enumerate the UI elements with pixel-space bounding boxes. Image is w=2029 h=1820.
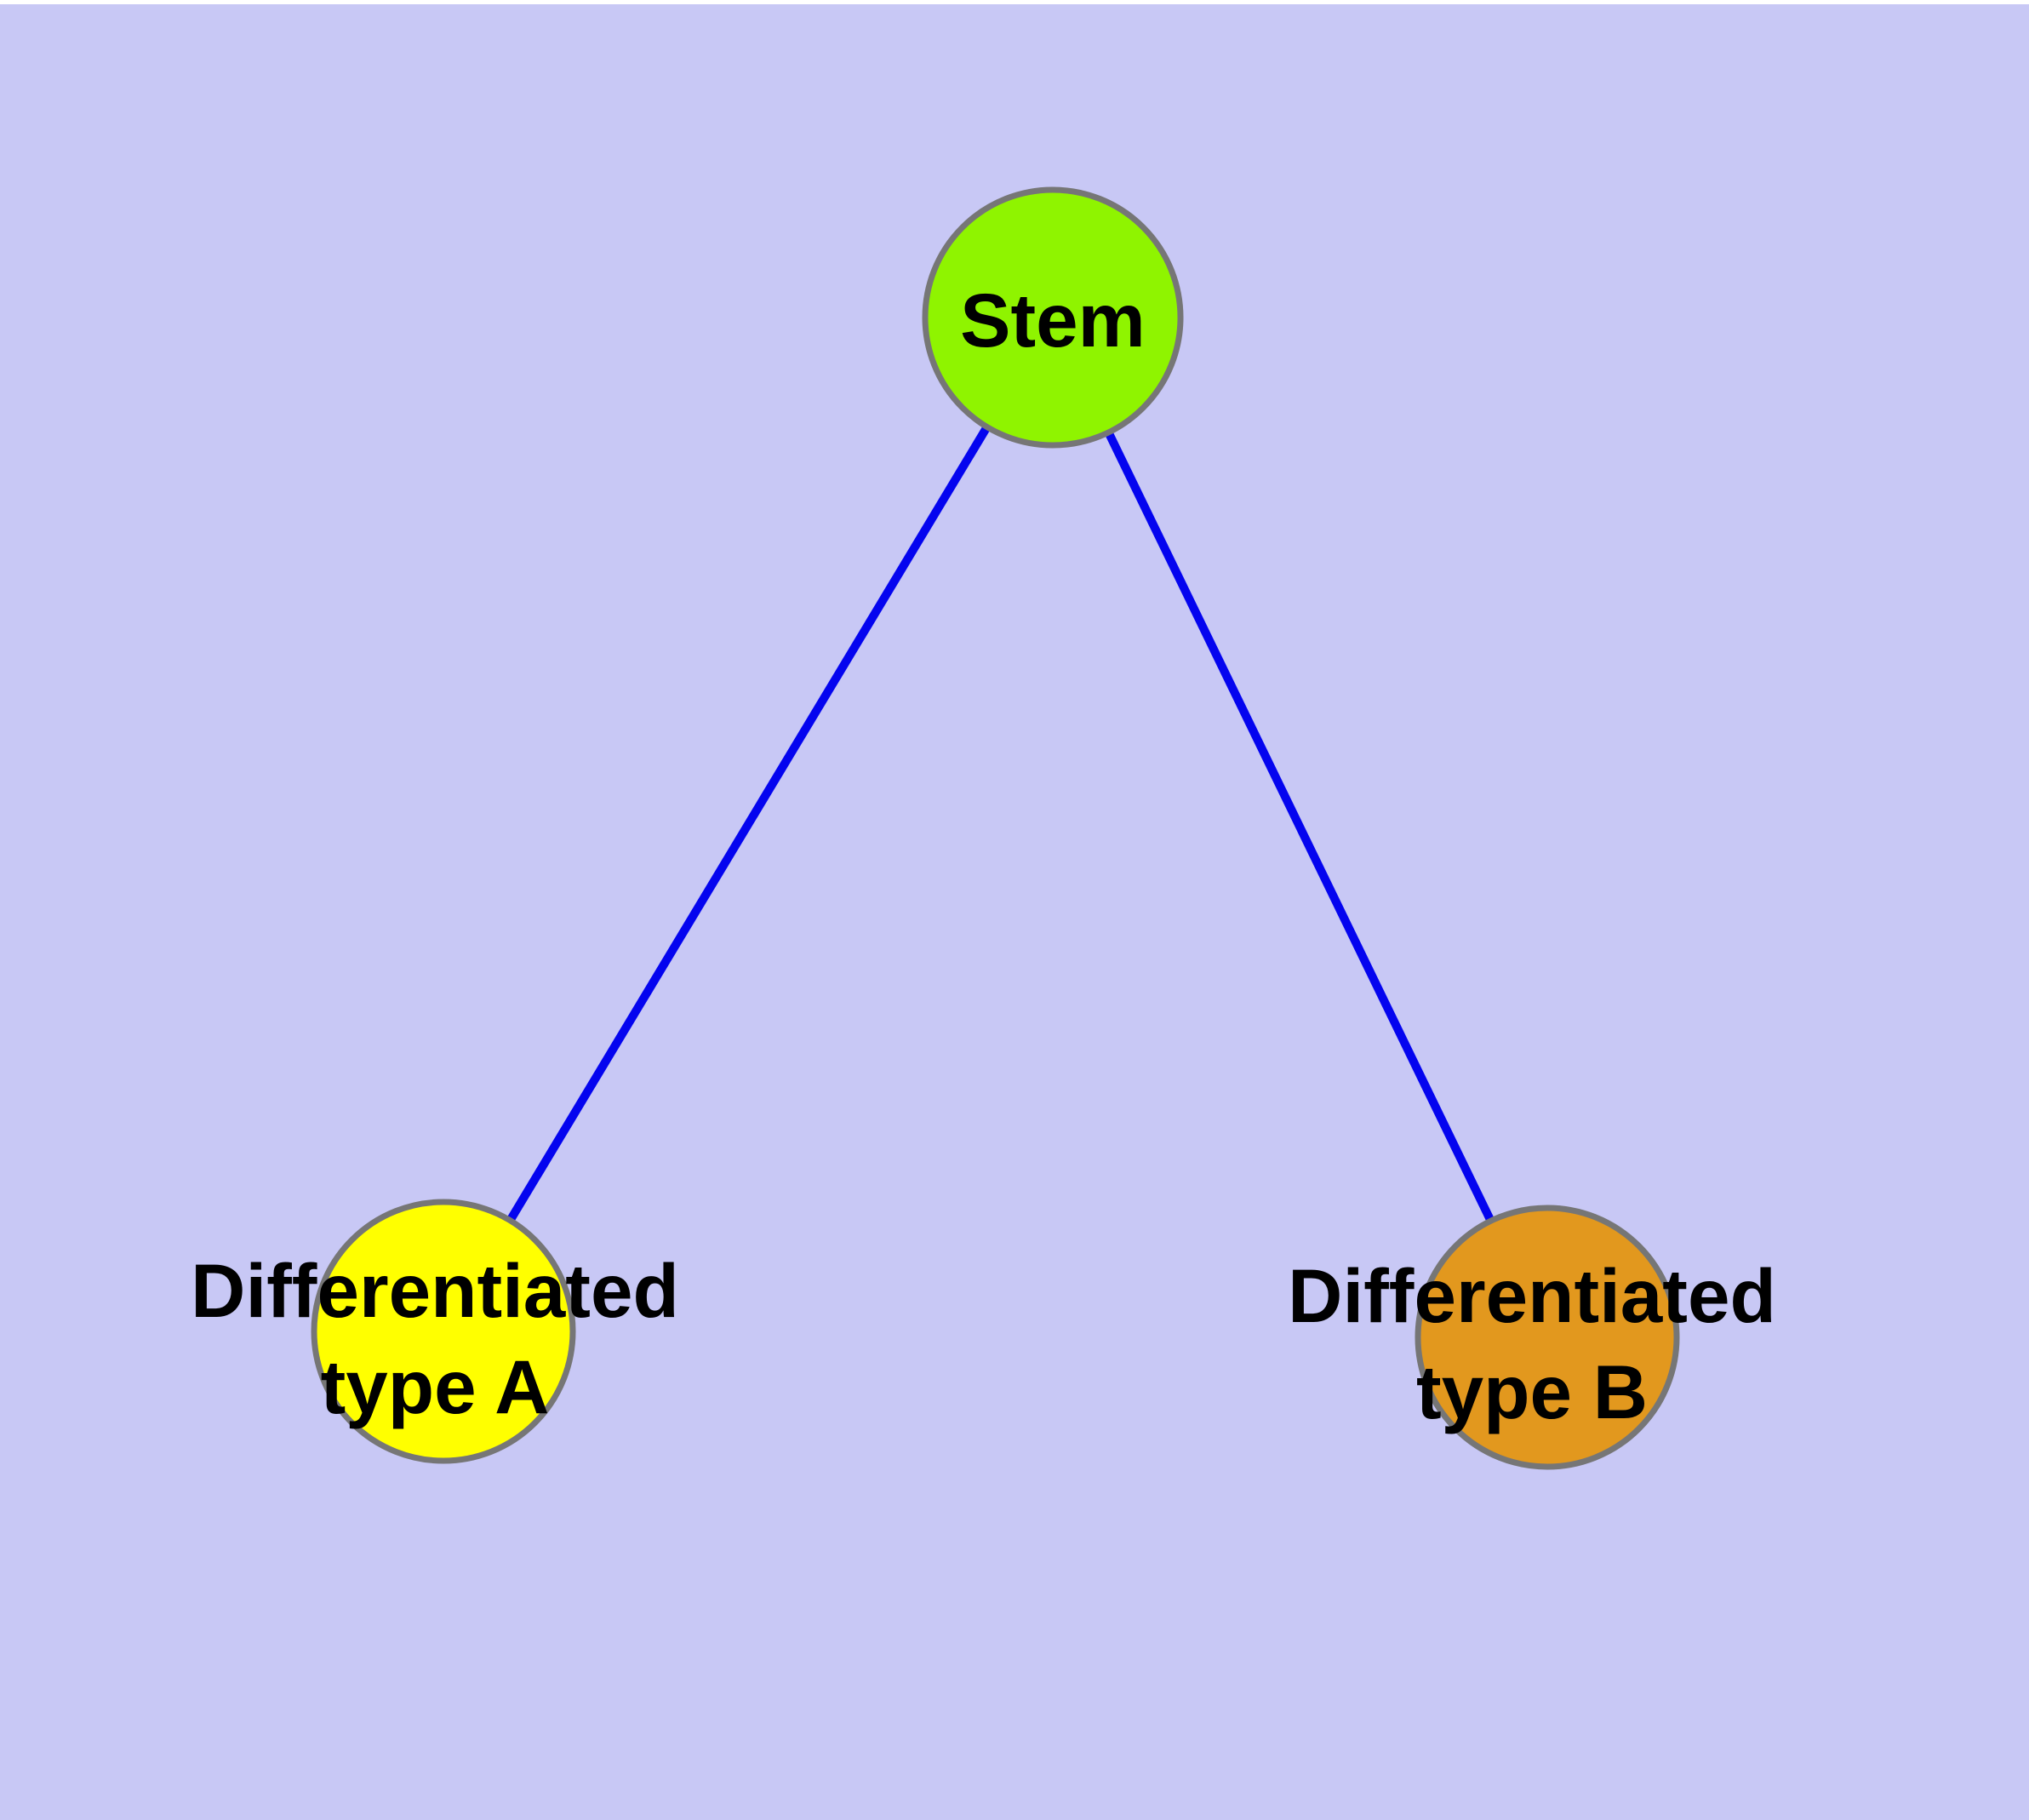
node-stem-label: Stem [960, 278, 1146, 363]
node-differentiated-type-b[interactable]: Differentiated type B [1288, 1205, 1776, 1470]
node-stem[interactable]: Stem [922, 186, 1184, 449]
edge-group [439, 315, 1552, 1340]
node-type-b-label-line1: Differentiated [1288, 1253, 1776, 1338]
node-type-b-circle[interactable] [1415, 1205, 1680, 1470]
top-margin-strip [0, 0, 2029, 4]
node-differentiated-type-a[interactable]: Differentiated type A [191, 1199, 679, 1464]
node-type-a-label-line1: Differentiated [191, 1248, 679, 1333]
edge-stem-to-type-a [439, 315, 1057, 1334]
node-type-b-label-line2: type B [1416, 1349, 1648, 1434]
edge-stem-to-type-b [1049, 315, 1552, 1340]
node-type-a-circle[interactable] [311, 1199, 576, 1464]
node-type-a-label-line2: type A [321, 1344, 550, 1429]
node-stem-circle[interactable] [922, 186, 1184, 449]
